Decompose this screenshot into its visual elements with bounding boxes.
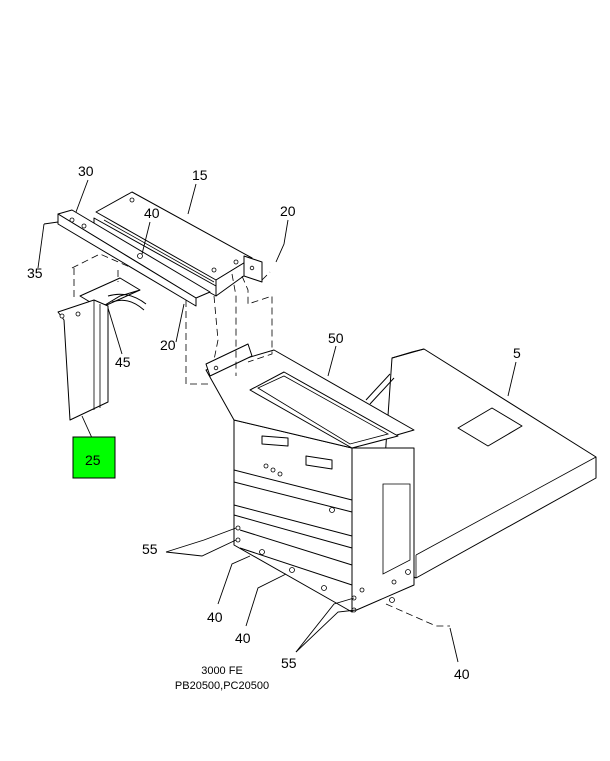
bracket-part-20 [205, 255, 263, 377]
callout-20-left: 20 [160, 337, 176, 353]
callout-40-bottom-b: 40 [235, 630, 251, 646]
callout-50: 50 [328, 330, 344, 346]
callout-35: 35 [27, 265, 43, 281]
leader-lines [37, 179, 517, 663]
assembly-lines [71, 253, 450, 627]
caption-model: 3000 FE [201, 665, 243, 677]
side-panel-part-25 [57, 299, 109, 421]
angle-bracket-part-30 [57, 209, 211, 307]
callout-25: 25 [85, 452, 101, 468]
callout-15: 15 [192, 167, 208, 183]
callout-40-bottom-a: 40 [207, 609, 223, 625]
callout-55-bottom: 55 [281, 655, 297, 671]
callout-30: 30 [78, 163, 94, 179]
callout-5: 5 [513, 345, 521, 361]
callout-40-right: 40 [454, 666, 470, 682]
callout-20-right: 20 [280, 203, 296, 219]
box-assembly-part-50 [205, 349, 415, 613]
callout-45: 45 [115, 354, 131, 370]
caption-codes: PB20500,PC20500 [175, 680, 269, 692]
highlight-box-25 [72, 436, 116, 479]
callout-55-left: 55 [142, 541, 158, 557]
callout-40-top: 40 [144, 205, 160, 221]
top-bracket-part-15 [93, 191, 253, 297]
